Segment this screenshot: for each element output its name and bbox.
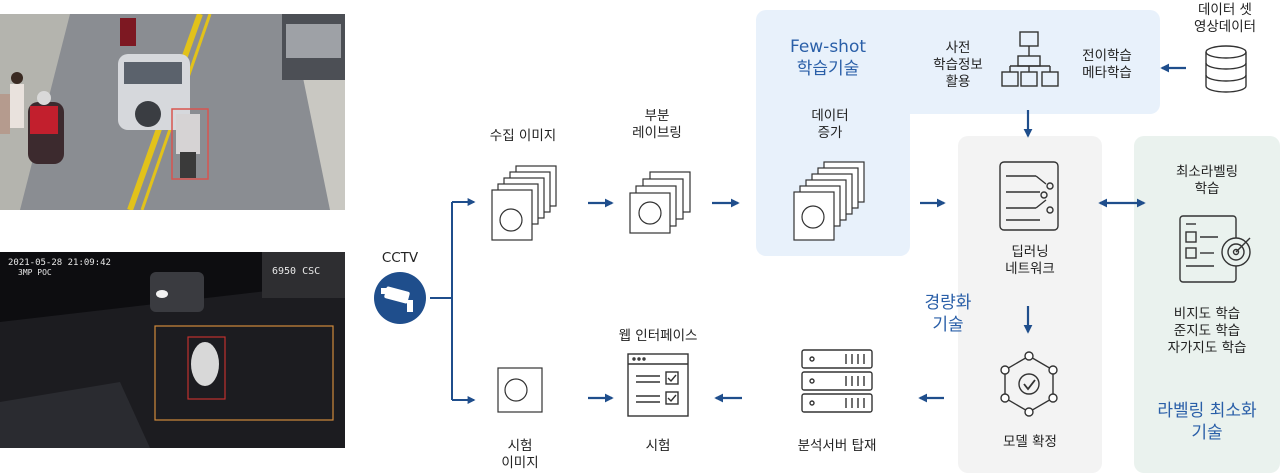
night-traffic-photo: 2021-05-28 21:09:42 3MP POC 6950 CSC	[0, 252, 345, 448]
partial-label-stack-icon	[629, 171, 691, 234]
test-image-label: 시험 이미지	[501, 438, 539, 471]
hierarchy-icon	[1001, 31, 1059, 87]
night-plate: 6950 CSC	[272, 266, 321, 277]
server-rack-icon	[801, 349, 873, 413]
cctv-branch-connector	[430, 198, 476, 404]
deep-learning-label: 딥러닝 네트워크	[1005, 244, 1055, 277]
web-interface-label: 웹 인터페이스	[618, 328, 698, 344]
pretrain-label: 사전 학습정보 활용	[933, 40, 983, 90]
neural-chip-icon	[999, 161, 1059, 231]
web-form-icon	[627, 353, 689, 417]
image-stack-icon	[491, 165, 557, 241]
cctv-camera-icon	[374, 272, 426, 324]
target-document-icon	[1179, 215, 1251, 283]
learning-methods-label: 비지도 학습 준지도 학습 자가지도 학습	[1167, 306, 1247, 356]
min-label-title: 라벨링 최소화 기술	[1157, 401, 1257, 443]
cctv-label: CCTV	[381, 250, 419, 266]
lightweight-title: 경량화 기술	[924, 293, 972, 335]
web-test-label: 시험	[645, 438, 671, 454]
flow-arrows	[588, 63, 1186, 403]
model-confirm-label: 모델 확정	[1003, 434, 1057, 450]
partial-labeling-label: 부분 레이브링	[632, 108, 682, 141]
dataset-label: 데이터 셋 영상데이터	[1193, 2, 1257, 35]
few-shot-title: Few-shot 학습기술	[789, 37, 867, 79]
transfer-label: 전이학습 메타학습	[1082, 48, 1132, 81]
augmented-stack-icon	[793, 161, 865, 241]
min-label-panel	[1134, 136, 1280, 473]
min-label-learning-label: 최소라벨링 학습	[1175, 164, 1239, 197]
test-image-icon	[497, 367, 543, 413]
night-timestamp: 2021-05-28 21:09:42	[8, 258, 111, 268]
night-camera-label: 3MP POC	[18, 268, 52, 277]
network-check-icon	[1000, 351, 1058, 417]
augment-label: 데이터 증가	[811, 108, 849, 141]
database-icon	[1205, 45, 1247, 93]
collect-images-label: 수집 이미지	[489, 128, 557, 144]
server-label: 분석서버 탑재	[797, 438, 877, 454]
day-traffic-photo	[0, 14, 345, 210]
